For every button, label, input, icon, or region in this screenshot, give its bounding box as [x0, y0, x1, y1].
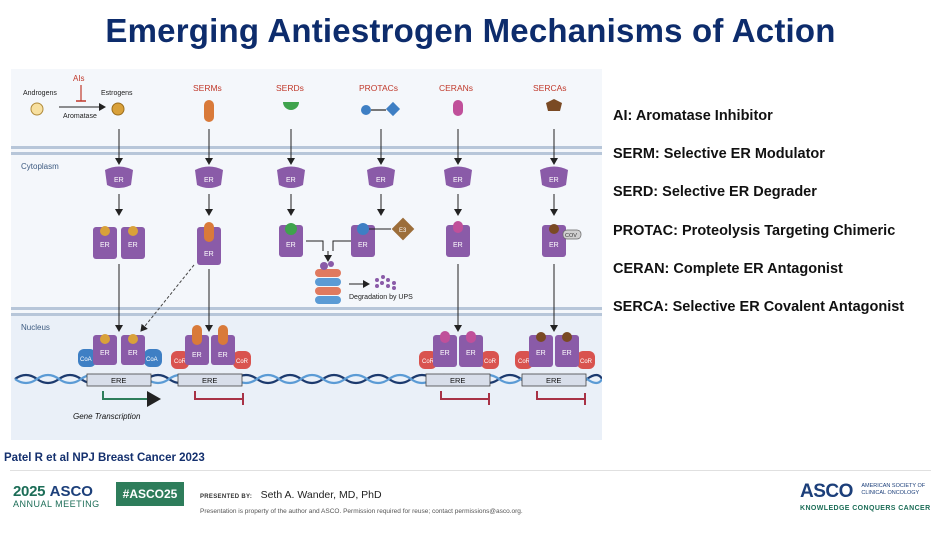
svg-text:ER: ER: [286, 177, 296, 184]
svg-text:CoR: CoR: [174, 359, 187, 365]
aromatase-label: Aromatase: [63, 113, 97, 120]
legend-ai: AI: Aromatase Inhibitor: [613, 108, 773, 124]
estrogens-label: Estrogens: [101, 90, 133, 97]
asco-annual-meeting-logo: 2025 ASCO ANNUAL MEETING: [13, 483, 100, 509]
presented-by-label: PRESENTED BY:: [200, 494, 253, 500]
svg-text:ER: ER: [466, 350, 476, 357]
abbreviation-legend: AI: Aromatase Inhibitor SERM: Selective …: [613, 108, 941, 337]
serca-pathway: ER COV ER: [540, 99, 582, 332]
slide-footer: 2025 ASCO ANNUAL MEETING #ASCO25 PRESENT…: [0, 476, 941, 534]
legend-serm: SERM: Selective ER Modulator: [613, 146, 825, 163]
svg-text:ER: ER: [453, 177, 463, 184]
ais-label: AIs: [73, 74, 85, 83]
proteasome-icon: [315, 261, 341, 304]
svg-text:ER: ER: [204, 177, 214, 184]
svg-text:ER: ER: [562, 350, 572, 357]
legend-ceran: CERAN: Complete ER Antagonist: [613, 260, 843, 277]
svg-text:ER: ER: [218, 352, 228, 359]
svg-text:ER: ER: [128, 242, 138, 249]
ceran-er-complex: CoR CoR ER ER ERE: [419, 331, 499, 405]
svg-text:ER: ER: [549, 177, 559, 184]
ceran-pathway: ER ER: [444, 100, 472, 332]
svg-text:ER: ER: [286, 242, 296, 249]
svg-text:ER: ER: [358, 242, 368, 249]
svg-text:CoR: CoR: [484, 359, 497, 365]
svg-text:CoR: CoR: [422, 359, 435, 365]
svg-text:ER: ER: [536, 350, 546, 357]
transcription-label: Gene Transcription: [73, 412, 141, 421]
svg-text:ER: ER: [376, 177, 386, 184]
svg-text:CoR: CoR: [518, 359, 531, 365]
hashtag-badge: #ASCO25: [116, 482, 184, 506]
serm-pathway: ER ER: [140, 100, 223, 332]
androgens-label: Androgens: [23, 90, 57, 97]
serm-er-complex: CoR CoR ER ER ERE: [171, 325, 251, 405]
presenter-name: Seth A. Wander, MD, PhD: [260, 489, 382, 501]
estrogen-er-complex: CoA CoA ER ER ERE Gene Transcription: [73, 334, 162, 421]
svg-text:ER: ER: [453, 242, 463, 249]
svg-text:ER: ER: [549, 242, 559, 249]
degradation-label: Degradation by UPS: [349, 294, 413, 301]
mechanism-illustration: Cytoplasm Nucleus Androgens Estrogens AI…: [11, 74, 602, 440]
col-protacs: PROTACs: [359, 83, 398, 93]
legend-protac: PROTAC: Proteolysis Targeting Chimeric: [613, 222, 896, 239]
footer-divider: [10, 470, 931, 471]
svg-text:CoR: CoR: [580, 359, 593, 365]
svg-text:ERE: ERE: [450, 376, 465, 385]
svg-text:ER: ER: [128, 350, 138, 357]
svg-text:ER: ER: [204, 251, 214, 258]
col-serms: SERMs: [193, 83, 222, 93]
svg-text:ER: ER: [192, 352, 202, 359]
citation: Patel R et al NPJ Breast Cancer 2023: [4, 452, 205, 464]
aromatase-pathway: Androgens Estrogens AIs Aromatase ER ER …: [23, 74, 145, 332]
svg-text:CoA: CoA: [80, 357, 92, 363]
degraded-peptides-icon: [375, 275, 396, 290]
cytoplasm-label: Cytoplasm: [21, 162, 59, 171]
svg-text:CoR: CoR: [236, 359, 249, 365]
svg-text:ERE: ERE: [111, 376, 126, 385]
svg-text:COV: COV: [565, 233, 577, 239]
col-sercas: SERCAs: [533, 83, 567, 93]
mechanism-diagram: Cytoplasm Nucleus Androgens Estrogens AI…: [11, 69, 602, 440]
cell-membrane: [11, 146, 602, 155]
svg-text:ER: ER: [100, 350, 110, 357]
svg-text:ERE: ERE: [202, 376, 217, 385]
nuclear-membrane: [11, 307, 602, 316]
legend-serca: SERCA: Selective ER Covalent Antagonist: [613, 298, 905, 315]
serd-pathway: ER ER: [277, 102, 324, 257]
svg-text:ERE: ERE: [546, 376, 561, 385]
nucleus-label: Nucleus: [21, 323, 50, 332]
legend-serd: SERD: Selective ER Degrader: [613, 184, 817, 201]
svg-text:E3: E3: [399, 228, 407, 234]
copyright-notice: Presentation is property of the author a…: [200, 508, 523, 515]
col-cerans: CERANs: [439, 83, 473, 93]
serca-er-complex: CoR CoR ER ER ERE: [515, 332, 595, 405]
col-serds: SERDs: [276, 83, 304, 93]
protac-pathway: ER ER E3 D: [315, 101, 415, 304]
svg-text:CoA: CoA: [146, 357, 158, 363]
svg-text:ER: ER: [114, 177, 124, 184]
slide-title: Emerging Antiestrogen Mechanisms of Acti…: [105, 12, 836, 49]
presenter-info: PRESENTED BY: Seth A. Wander, MD, PhD Pr…: [200, 485, 523, 515]
asco-tagline: KNOWLEDGE CONQUERS CANCER: [800, 505, 931, 512]
svg-text:ER: ER: [100, 242, 110, 249]
svg-text:ER: ER: [440, 350, 450, 357]
